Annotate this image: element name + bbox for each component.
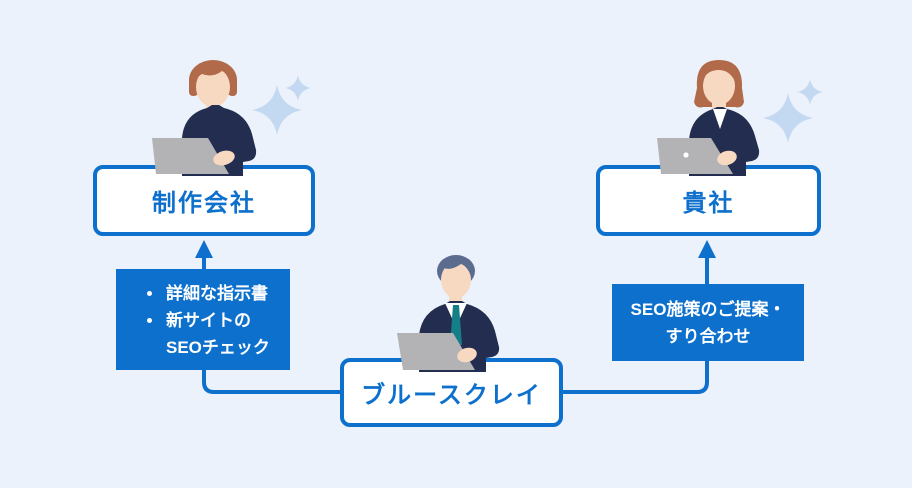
- node-your-company-label: 貴社: [682, 190, 735, 217]
- person-suit-laptop-icon: [397, 255, 500, 372]
- person-hoodie-laptop-icon: [152, 60, 257, 176]
- sparkle-icon-right: [763, 79, 823, 143]
- node-your-company: 貴社: [596, 165, 821, 236]
- note-to-production-company: 詳細な指示書 新サイトの SEOチェック: [116, 269, 290, 370]
- arrowhead-to-production-icon: [195, 240, 213, 258]
- arrowhead-to-client-icon: [698, 240, 716, 258]
- node-bruce-clay-label: ブルースクレイ: [361, 382, 542, 409]
- node-production-company-label: 制作会社: [152, 190, 256, 217]
- note-to-your-company: SEO施策のご提案・ すり合わせ: [612, 284, 804, 361]
- note-bullet-item: 新サイトの SEOチェック: [164, 307, 282, 361]
- sparkle-icon-left: [252, 75, 311, 135]
- note-bullet-list: 詳細な指示書 新サイトの SEOチェック: [124, 280, 282, 361]
- person-woman-laptop-icon: [657, 60, 760, 176]
- note-bullet-item: 詳細な指示書: [164, 280, 282, 307]
